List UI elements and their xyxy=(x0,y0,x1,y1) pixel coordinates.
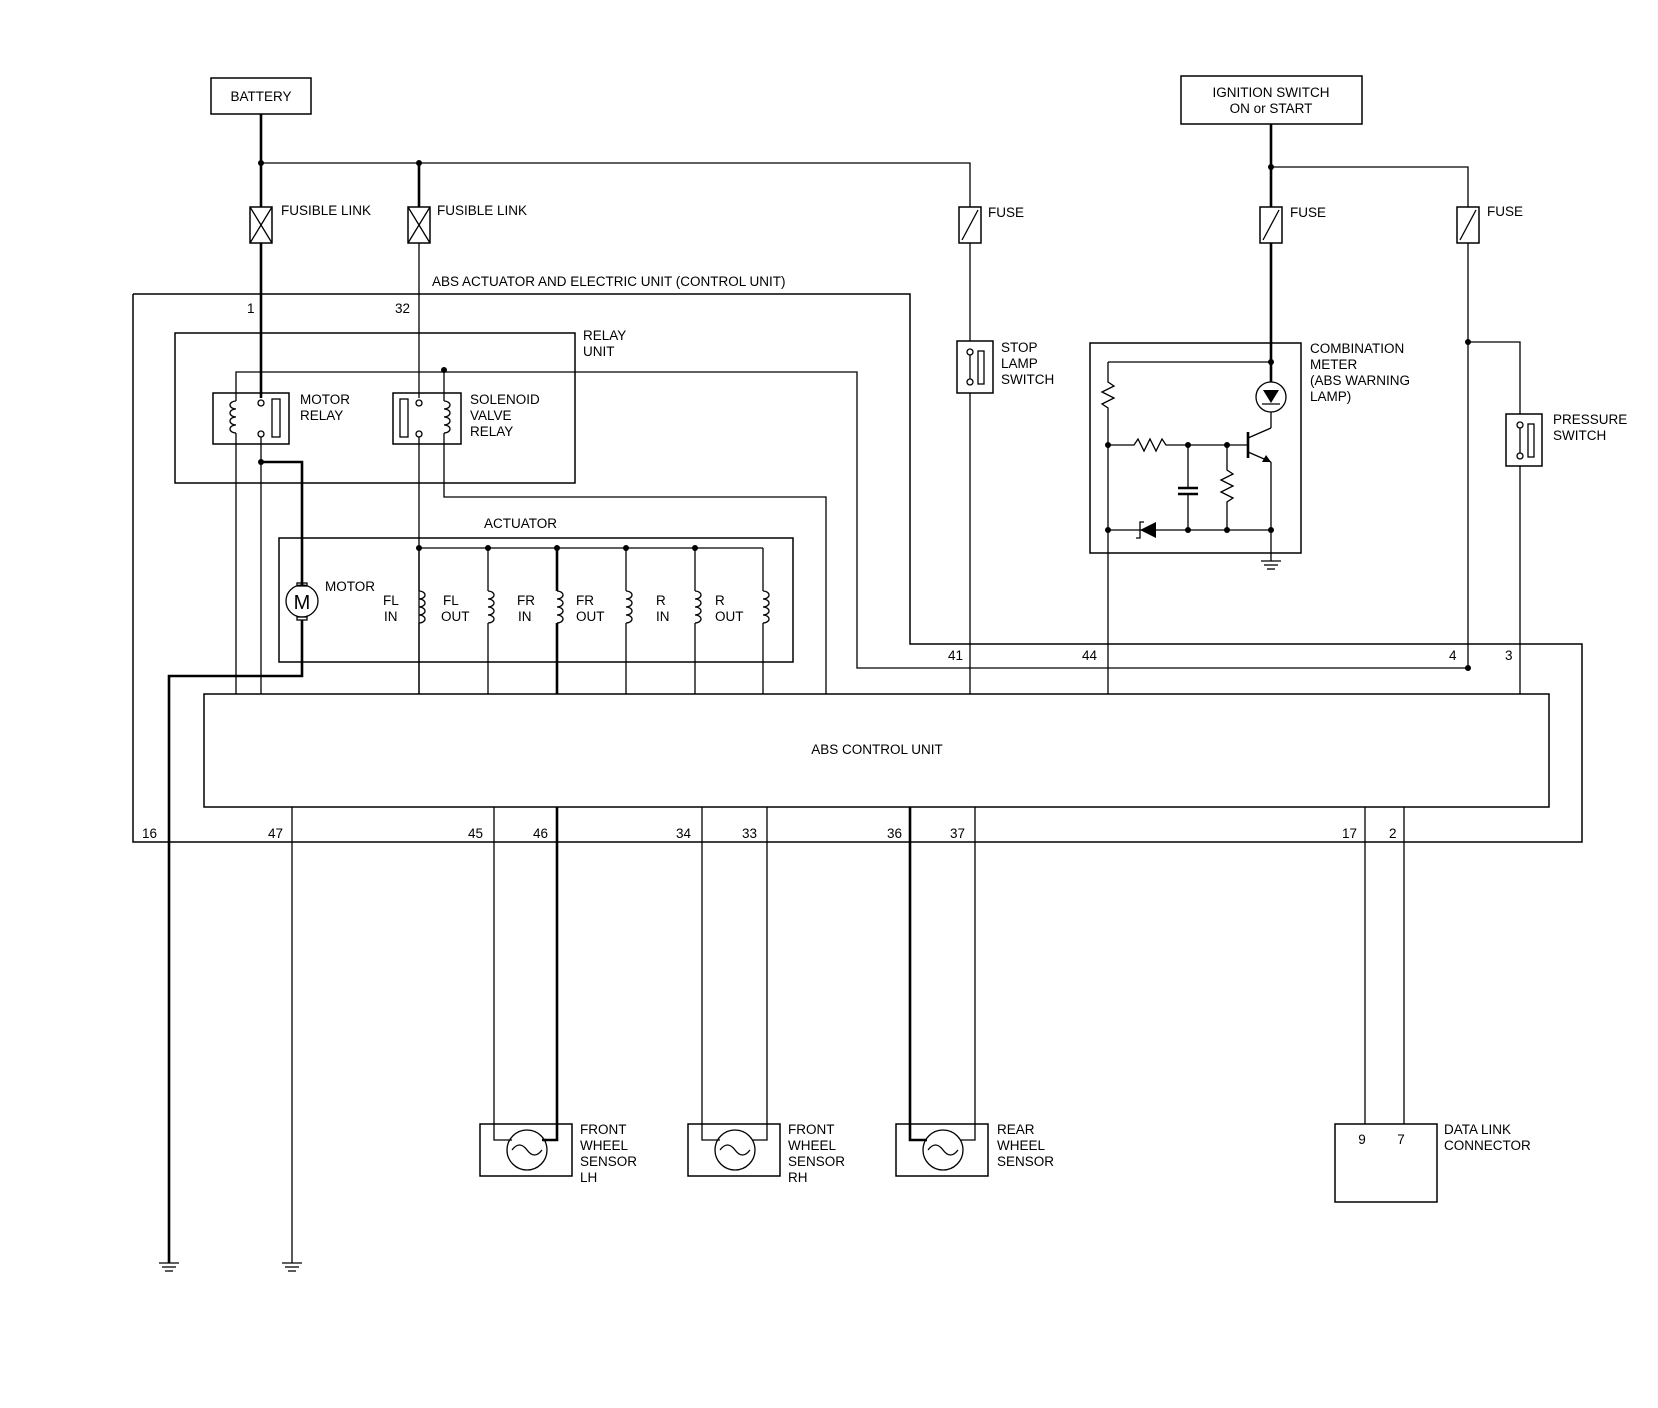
relay-unit-box xyxy=(174,332,576,484)
pin-16: 16 xyxy=(142,826,157,841)
pin-44: 44 xyxy=(1082,648,1098,663)
battery-box: BATTERY xyxy=(210,77,312,115)
motor-relay xyxy=(212,392,290,445)
fusible-link-2-label: FUSIBLE LINK xyxy=(437,203,527,218)
pin-41: 41 xyxy=(948,648,963,663)
abs-control-unit-box xyxy=(203,693,1550,808)
solenoid-label-r-out-2: OUT xyxy=(715,609,744,624)
solenoid-label-fr-in-1: FR xyxy=(517,593,535,608)
combination-meter-label-4: LAMP) xyxy=(1310,389,1351,404)
rear-wheel-sensor-label-2: WHEEL xyxy=(997,1138,1046,1153)
solenoid-label-r-in-1: R xyxy=(656,593,666,608)
motor-symbol: M xyxy=(294,592,311,614)
abs-actuator-electric-unit-label: ABS ACTUATOR AND ELECTRIC UNIT (CONTROL … xyxy=(432,274,786,289)
rear-wheel-sensor-label-3: SENSOR xyxy=(997,1154,1054,1169)
ignition-switch-label-2: ON or START xyxy=(1230,101,1313,116)
pin-1: 1 xyxy=(247,301,255,316)
front-wheel-sensor-lh-label-4: LH xyxy=(580,1170,597,1185)
stop-lamp-switch-label-2: LAMP xyxy=(1001,356,1038,371)
abs-actuator-electric-unit-outline xyxy=(132,293,1583,843)
combination-meter xyxy=(1089,342,1302,570)
front-wheel-sensor-rh-label-2: WHEEL xyxy=(788,1138,837,1153)
solenoid-label-fl-out-2: OUT xyxy=(441,609,470,624)
motor-label: MOTOR xyxy=(325,579,375,594)
pin-32: 32 xyxy=(395,301,410,316)
front-wheel-sensor-rh xyxy=(687,1123,781,1177)
rear-wheel-sensor xyxy=(895,1123,989,1177)
pin-2: 2 xyxy=(1389,826,1397,841)
abs-control-unit-label: ABS CONTROL UNIT xyxy=(811,742,943,757)
data-link-connector-label-2: CONNECTOR xyxy=(1444,1138,1531,1153)
fuse-pressure xyxy=(1456,206,1480,244)
front-wheel-sensor-rh-label-3: SENSOR xyxy=(788,1154,845,1169)
combination-meter-label-1: COMBINATION xyxy=(1310,341,1404,356)
solenoid-label-r-in-2: IN xyxy=(656,609,670,624)
motor-relay-label-1: MOTOR xyxy=(300,392,350,407)
fuse-stop-lamp-label: FUSE xyxy=(988,205,1024,220)
solenoid-valve-relay-label-3: RELAY xyxy=(470,424,513,439)
solenoid-label-r-out-1: R xyxy=(715,593,725,608)
actuator-box xyxy=(278,537,794,663)
solenoid-label-fl-in-2: IN xyxy=(384,609,398,624)
stop-lamp-switch xyxy=(956,340,994,394)
ground-symbol-16 xyxy=(159,1262,179,1272)
dlc-pin-9: 9 xyxy=(1358,1132,1366,1147)
fuse-meter-label: FUSE xyxy=(1290,205,1326,220)
ground-symbol-47 xyxy=(282,1262,302,1272)
motor-relay-label-2: RELAY xyxy=(300,408,343,423)
front-wheel-sensor-lh-label-3: SENSOR xyxy=(580,1154,637,1169)
rear-wheel-sensor-label-1: REAR xyxy=(997,1122,1035,1137)
relay-unit-label-1: RELAY xyxy=(583,328,626,343)
ignition-switch-label-1: IGNITION SWITCH xyxy=(1213,85,1330,100)
front-wheel-sensor-lh xyxy=(479,1123,573,1177)
pressure-switch-label-2: SWITCH xyxy=(1553,428,1606,443)
pin-4: 4 xyxy=(1449,648,1457,663)
fusible-link-1 xyxy=(249,206,273,244)
solenoid-valve-relay-label-1: SOLENOID xyxy=(470,392,540,407)
pin-37: 37 xyxy=(950,826,965,841)
pin-46: 46 xyxy=(533,826,548,841)
front-wheel-sensor-lh-label-2: WHEEL xyxy=(580,1138,629,1153)
motor: M xyxy=(285,582,319,621)
pressure-switch-label-1: PRESSURE xyxy=(1553,412,1627,427)
fuse-meter xyxy=(1259,206,1283,244)
fuse-stop-lamp xyxy=(958,206,982,244)
solenoid-label-fr-out-2: OUT xyxy=(576,609,605,624)
solenoid-label-fr-out-1: FR xyxy=(576,593,594,608)
front-wheel-sensor-lh-label-1: FRONT xyxy=(580,1122,627,1137)
solenoid-label-fl-in-1: FL xyxy=(383,593,399,608)
dlc-pin-7: 7 xyxy=(1397,1132,1405,1147)
solenoid-label-fl-out-1: FL xyxy=(443,593,459,608)
ignition-switch-box: IGNITION SWITCH ON or START xyxy=(1180,75,1363,125)
combination-meter-label-2: METER xyxy=(1310,357,1358,372)
front-wheel-sensor-rh-label-4: RH xyxy=(788,1170,808,1185)
fusible-link-2 xyxy=(407,206,431,244)
battery-label: BATTERY xyxy=(230,89,291,104)
fuse-pressure-label: FUSE xyxy=(1487,204,1523,219)
relay-unit-label-2: UNIT xyxy=(583,344,615,359)
pressure-switch xyxy=(1505,413,1543,467)
front-wheel-sensor-rh-label-1: FRONT xyxy=(788,1122,835,1137)
pin-17: 17 xyxy=(1342,826,1357,841)
data-link-connector xyxy=(1334,1123,1438,1203)
pin-36: 36 xyxy=(887,826,902,841)
stop-lamp-switch-label-3: SWITCH xyxy=(1001,372,1054,387)
solenoid-label-fr-in-2: IN xyxy=(518,609,532,624)
solenoid-valve-relay-label-2: VALVE xyxy=(470,408,512,423)
pin-3: 3 xyxy=(1505,648,1513,663)
pin-33: 33 xyxy=(742,826,757,841)
actuator-label: ACTUATOR xyxy=(484,516,557,531)
solenoid-coils xyxy=(418,590,770,624)
pin-47: 47 xyxy=(268,826,283,841)
combination-meter-label-3: (ABS WARNING xyxy=(1310,373,1410,388)
pin-45: 45 xyxy=(468,826,483,841)
data-link-connector-label-1: DATA LINK xyxy=(1444,1122,1511,1137)
fusible-link-1-label: FUSIBLE LINK xyxy=(281,203,371,218)
stop-lamp-switch-label-1: STOP xyxy=(1001,340,1038,355)
pin-34: 34 xyxy=(676,826,692,841)
solenoid-valve-relay xyxy=(392,392,462,445)
